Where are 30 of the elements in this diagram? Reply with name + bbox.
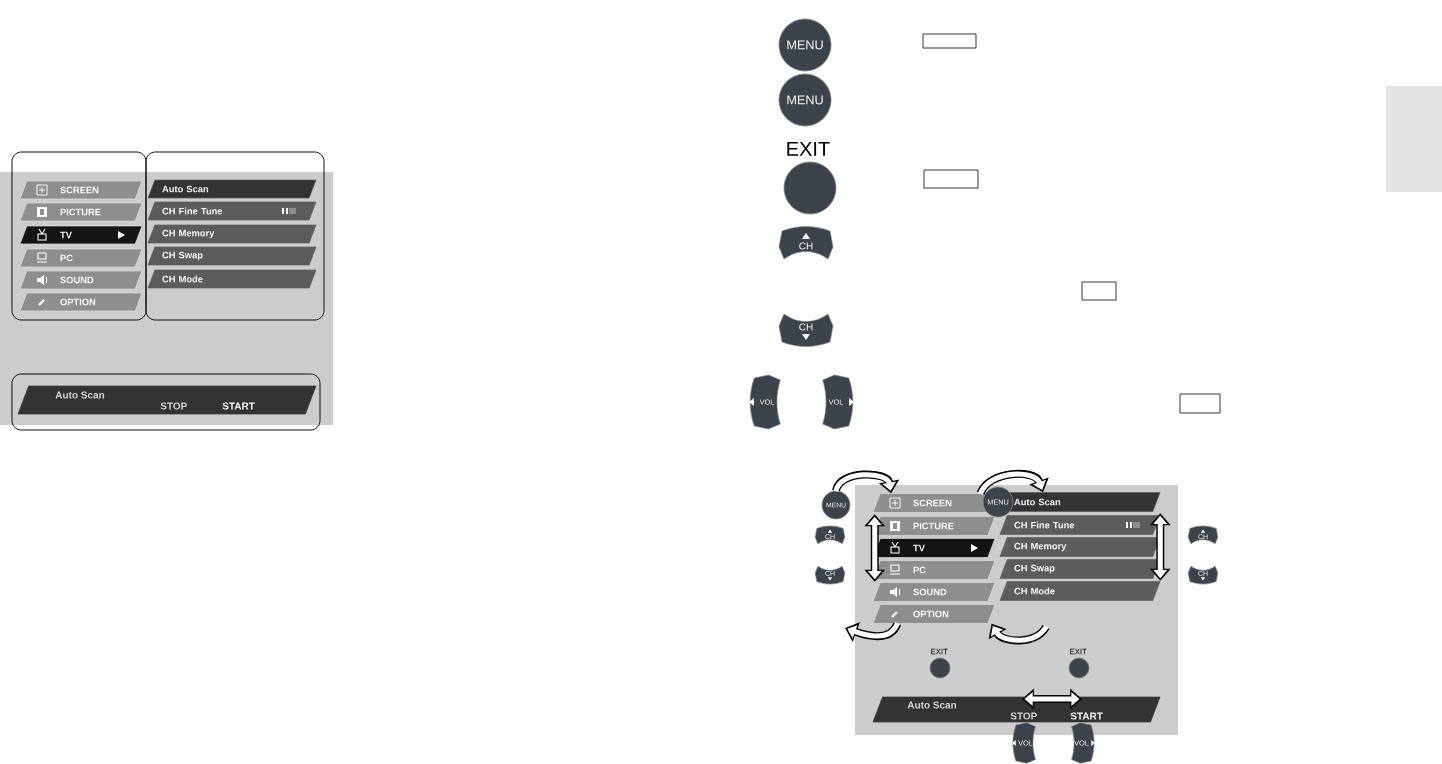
- menu-item: TV: [19, 225, 143, 245]
- menu-item: SOUND: [872, 582, 996, 602]
- exit-button: EXIT: [783, 142, 837, 215]
- menu-item: Auto Scan: [147, 179, 317, 199]
- menu-item: PC: [19, 248, 143, 268]
- frame: [11, 373, 321, 431]
- curved-arrow: [977, 469, 1049, 496]
- menu-item: CH Memory: [147, 224, 317, 244]
- menu-item: CH Swap: [999, 559, 1161, 579]
- status-bar: Auto Scan STOP START: [17, 385, 317, 415]
- channel-up-button: CH: [778, 226, 834, 260]
- menu-item: CH Swap: [147, 246, 317, 266]
- menu-item: OPTION: [19, 292, 143, 312]
- node-label: EXIT: [787, 141, 830, 156]
- status-bar: Auto Scan STOP START: [872, 696, 1161, 723]
- menu-item: CH Memory: [999, 537, 1161, 557]
- frame: [145, 151, 325, 321]
- menu-button: MENU: [778, 18, 832, 72]
- menu-item: SCREEN: [19, 180, 143, 200]
- curved-arrow: [845, 622, 901, 642]
- menu-item: OPTION: [872, 604, 996, 624]
- menu-item: CH Mode: [999, 581, 1161, 601]
- menu-item: CH Fine Tune: [999, 515, 1161, 535]
- menu-button: MENU: [778, 73, 832, 127]
- menu-item: SOUND: [19, 270, 143, 290]
- channel-down-button: CH: [778, 313, 834, 347]
- menu-item: PICTURE: [19, 202, 143, 222]
- menu-item: CH Fine Tune: [147, 201, 317, 221]
- menu-item: CH Mode: [147, 269, 317, 289]
- frame: [11, 151, 147, 321]
